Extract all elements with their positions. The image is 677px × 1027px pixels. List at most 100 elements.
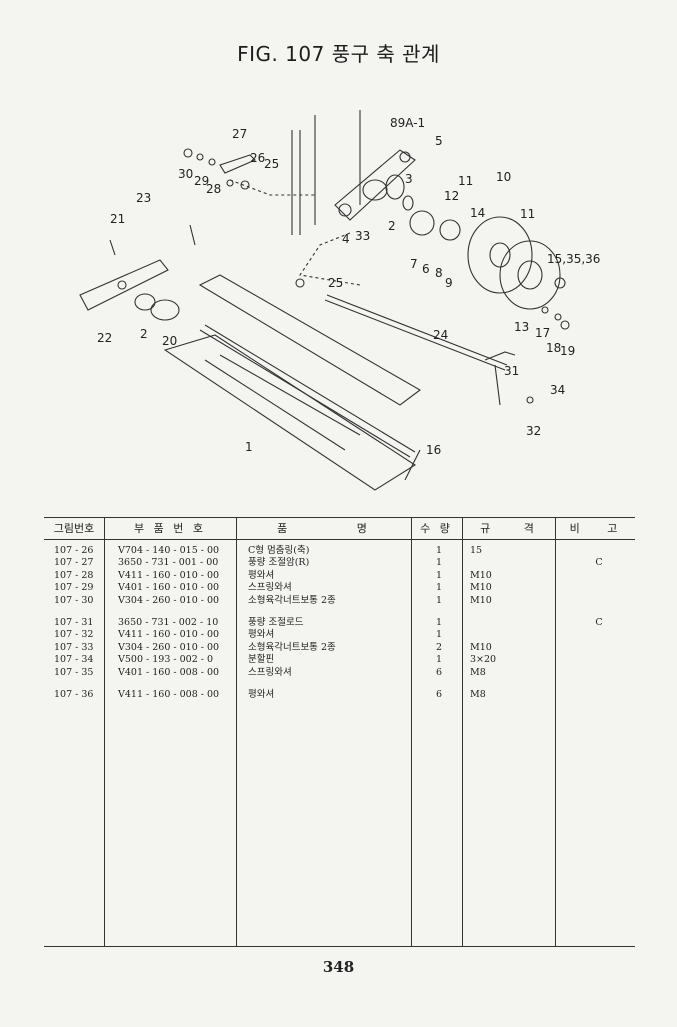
header-part-name: 품 명 [277, 522, 370, 535]
cell-quantity: 1 [435, 629, 443, 641]
cell-fig-no: 107 - 30 [54, 594, 94, 606]
column-divider [236, 517, 237, 947]
callout: 7 [410, 257, 418, 271]
table-row: 107 - 32 V411 - 160 - 010 - 00 평와셔 1 [44, 629, 635, 641]
cell-fig-no: 107 - 29 [54, 582, 94, 594]
table-header-rule [44, 539, 635, 540]
cell-fig-no: 107 - 35 [54, 666, 94, 678]
cell-part-name: 평와셔 [248, 629, 275, 641]
cell-quantity: 1 [435, 545, 443, 556]
cell-part-no: V401 - 160 - 010 - 00 [118, 582, 220, 594]
cell-spec: M10 [470, 594, 492, 606]
cell-part-no: V304 - 260 - 010 - 00 [118, 641, 220, 653]
cell-part-no: V304 - 260 - 010 - 00 [118, 594, 220, 606]
callout: 22 [97, 331, 112, 345]
callout: 19 [560, 344, 575, 358]
cell-part-no: V704 - 140 - 015 - 00 [118, 545, 220, 556]
callout: 12 [444, 189, 459, 203]
callout: 14 [470, 206, 485, 220]
cell-fig-no: 107 - 33 [54, 641, 94, 653]
cell-part-name: 스프링와셔 [248, 666, 292, 678]
callout: 27 [232, 127, 247, 141]
figure-title: FIG. 107 풍구 축 관계 [237, 42, 440, 66]
cell-remarks: C [595, 616, 603, 628]
table-row: 107 - 33 V304 - 260 - 010 - 00 소형육각너트보통 2종… [44, 642, 635, 654]
cell-quantity: 1 [435, 654, 443, 666]
cell-fig-no: 107 - 36 [54, 688, 94, 700]
cell-fig-no: 107 - 34 [54, 654, 94, 666]
header-part-no: 부 품 번 호 [134, 522, 206, 535]
cell-quantity: 1 [435, 582, 443, 594]
cell-part-name: 분할핀 [248, 654, 275, 666]
header-quantity: 수 량 [420, 522, 453, 535]
cell-part-no: V401 - 160 - 008 - 00 [118, 666, 220, 678]
cell-quantity: 1 [435, 616, 443, 628]
cell-spec: M10 [470, 641, 492, 653]
cell-quantity: 2 [435, 641, 443, 653]
callout: 11 [458, 174, 473, 188]
cell-part-name: 소형육각너트보통 2종 [248, 641, 336, 653]
cell-part-name: 풍량 조절로드 [248, 616, 304, 628]
table-row-spacer [44, 679, 635, 689]
cell-quantity: 1 [435, 557, 443, 569]
cell-part-name: 평와셔 [248, 688, 275, 700]
cell-spec: M10 [470, 582, 492, 594]
callout: 32 [526, 424, 541, 438]
cell-part-no: V500 - 193 - 002 - 0 [118, 654, 214, 666]
table-row: 107 - 28 V411 - 160 - 010 - 00 평와셔 1 M10 [44, 570, 635, 582]
callout: 2 [140, 327, 148, 341]
cell-quantity: 6 [435, 666, 443, 678]
callout: 24 [433, 328, 448, 342]
cell-spec: M8 [470, 688, 486, 700]
cell-quantity: 6 [435, 688, 443, 700]
table-row: 107 - 30 V304 - 260 - 010 - 00 소형육각너트보통 2종… [44, 595, 635, 607]
header-remarks: 비 고 [569, 522, 621, 535]
callout: 9 [445, 276, 453, 290]
cell-part-name: 스프링와셔 [248, 582, 292, 594]
diagram-drawing: 89A-1 27 26 25 5 30 29 28 3 11 10 23 12 … [79, 110, 600, 491]
table-bottom-rule [44, 946, 635, 947]
callout: 26 [250, 151, 265, 165]
cell-fig-no: 107 - 28 [54, 569, 94, 581]
callout: 6 [422, 262, 430, 276]
callout: 8 [435, 266, 443, 280]
cell-part-name: 소형육각너트보통 2종 [248, 594, 336, 606]
callout: 21 [110, 212, 125, 226]
callout: 33 [355, 229, 370, 243]
exploded-parts-diagram: 89A-1 27 26 25 5 30 29 28 3 11 10 23 12 … [60, 105, 640, 505]
cell-fig-no: 107 - 27 [54, 557, 94, 569]
cell-part-no: V411 - 160 - 010 - 00 [118, 629, 220, 641]
column-divider [411, 517, 412, 947]
callout: 16 [426, 443, 441, 457]
table-row: 107 - 29 V401 - 160 - 010 - 00 스프링와셔 1 M10 [44, 582, 635, 594]
page-number: 348 [322, 958, 355, 976]
callout: 25 [328, 276, 343, 290]
table-row: 107 - 26 V704 - 140 - 015 - 00 C형 멈춤링(축) 1 1… [44, 545, 635, 557]
callout: 89A-1 [390, 116, 425, 130]
callout: 25 [264, 157, 279, 171]
header-fig-no: 그림번호 [53, 522, 95, 535]
cell-fig-no: 107 - 26 [54, 545, 94, 556]
callout: 20 [162, 334, 177, 348]
column-divider [462, 517, 463, 947]
callout: 17 [535, 326, 550, 340]
cell-part-no: 3650 - 731 - 002 - 10 [118, 616, 219, 628]
callout: 2 [388, 219, 396, 233]
cell-part-no: V411 - 160 - 010 - 00 [118, 569, 220, 581]
table-row-spacer [44, 607, 635, 617]
cell-spec: M10 [470, 569, 492, 581]
callout: 11 [520, 207, 535, 221]
cell-part-name: 평와셔 [248, 569, 275, 581]
cell-fig-no: 107 - 32 [54, 629, 94, 641]
callout: 30 [178, 167, 193, 181]
callout: 5 [435, 134, 443, 148]
cell-spec: 15 [470, 545, 483, 556]
cell-quantity: 1 [435, 569, 443, 581]
cell-part-name: C형 멈춤링(축) [248, 545, 310, 556]
callout: 3 [405, 172, 413, 186]
